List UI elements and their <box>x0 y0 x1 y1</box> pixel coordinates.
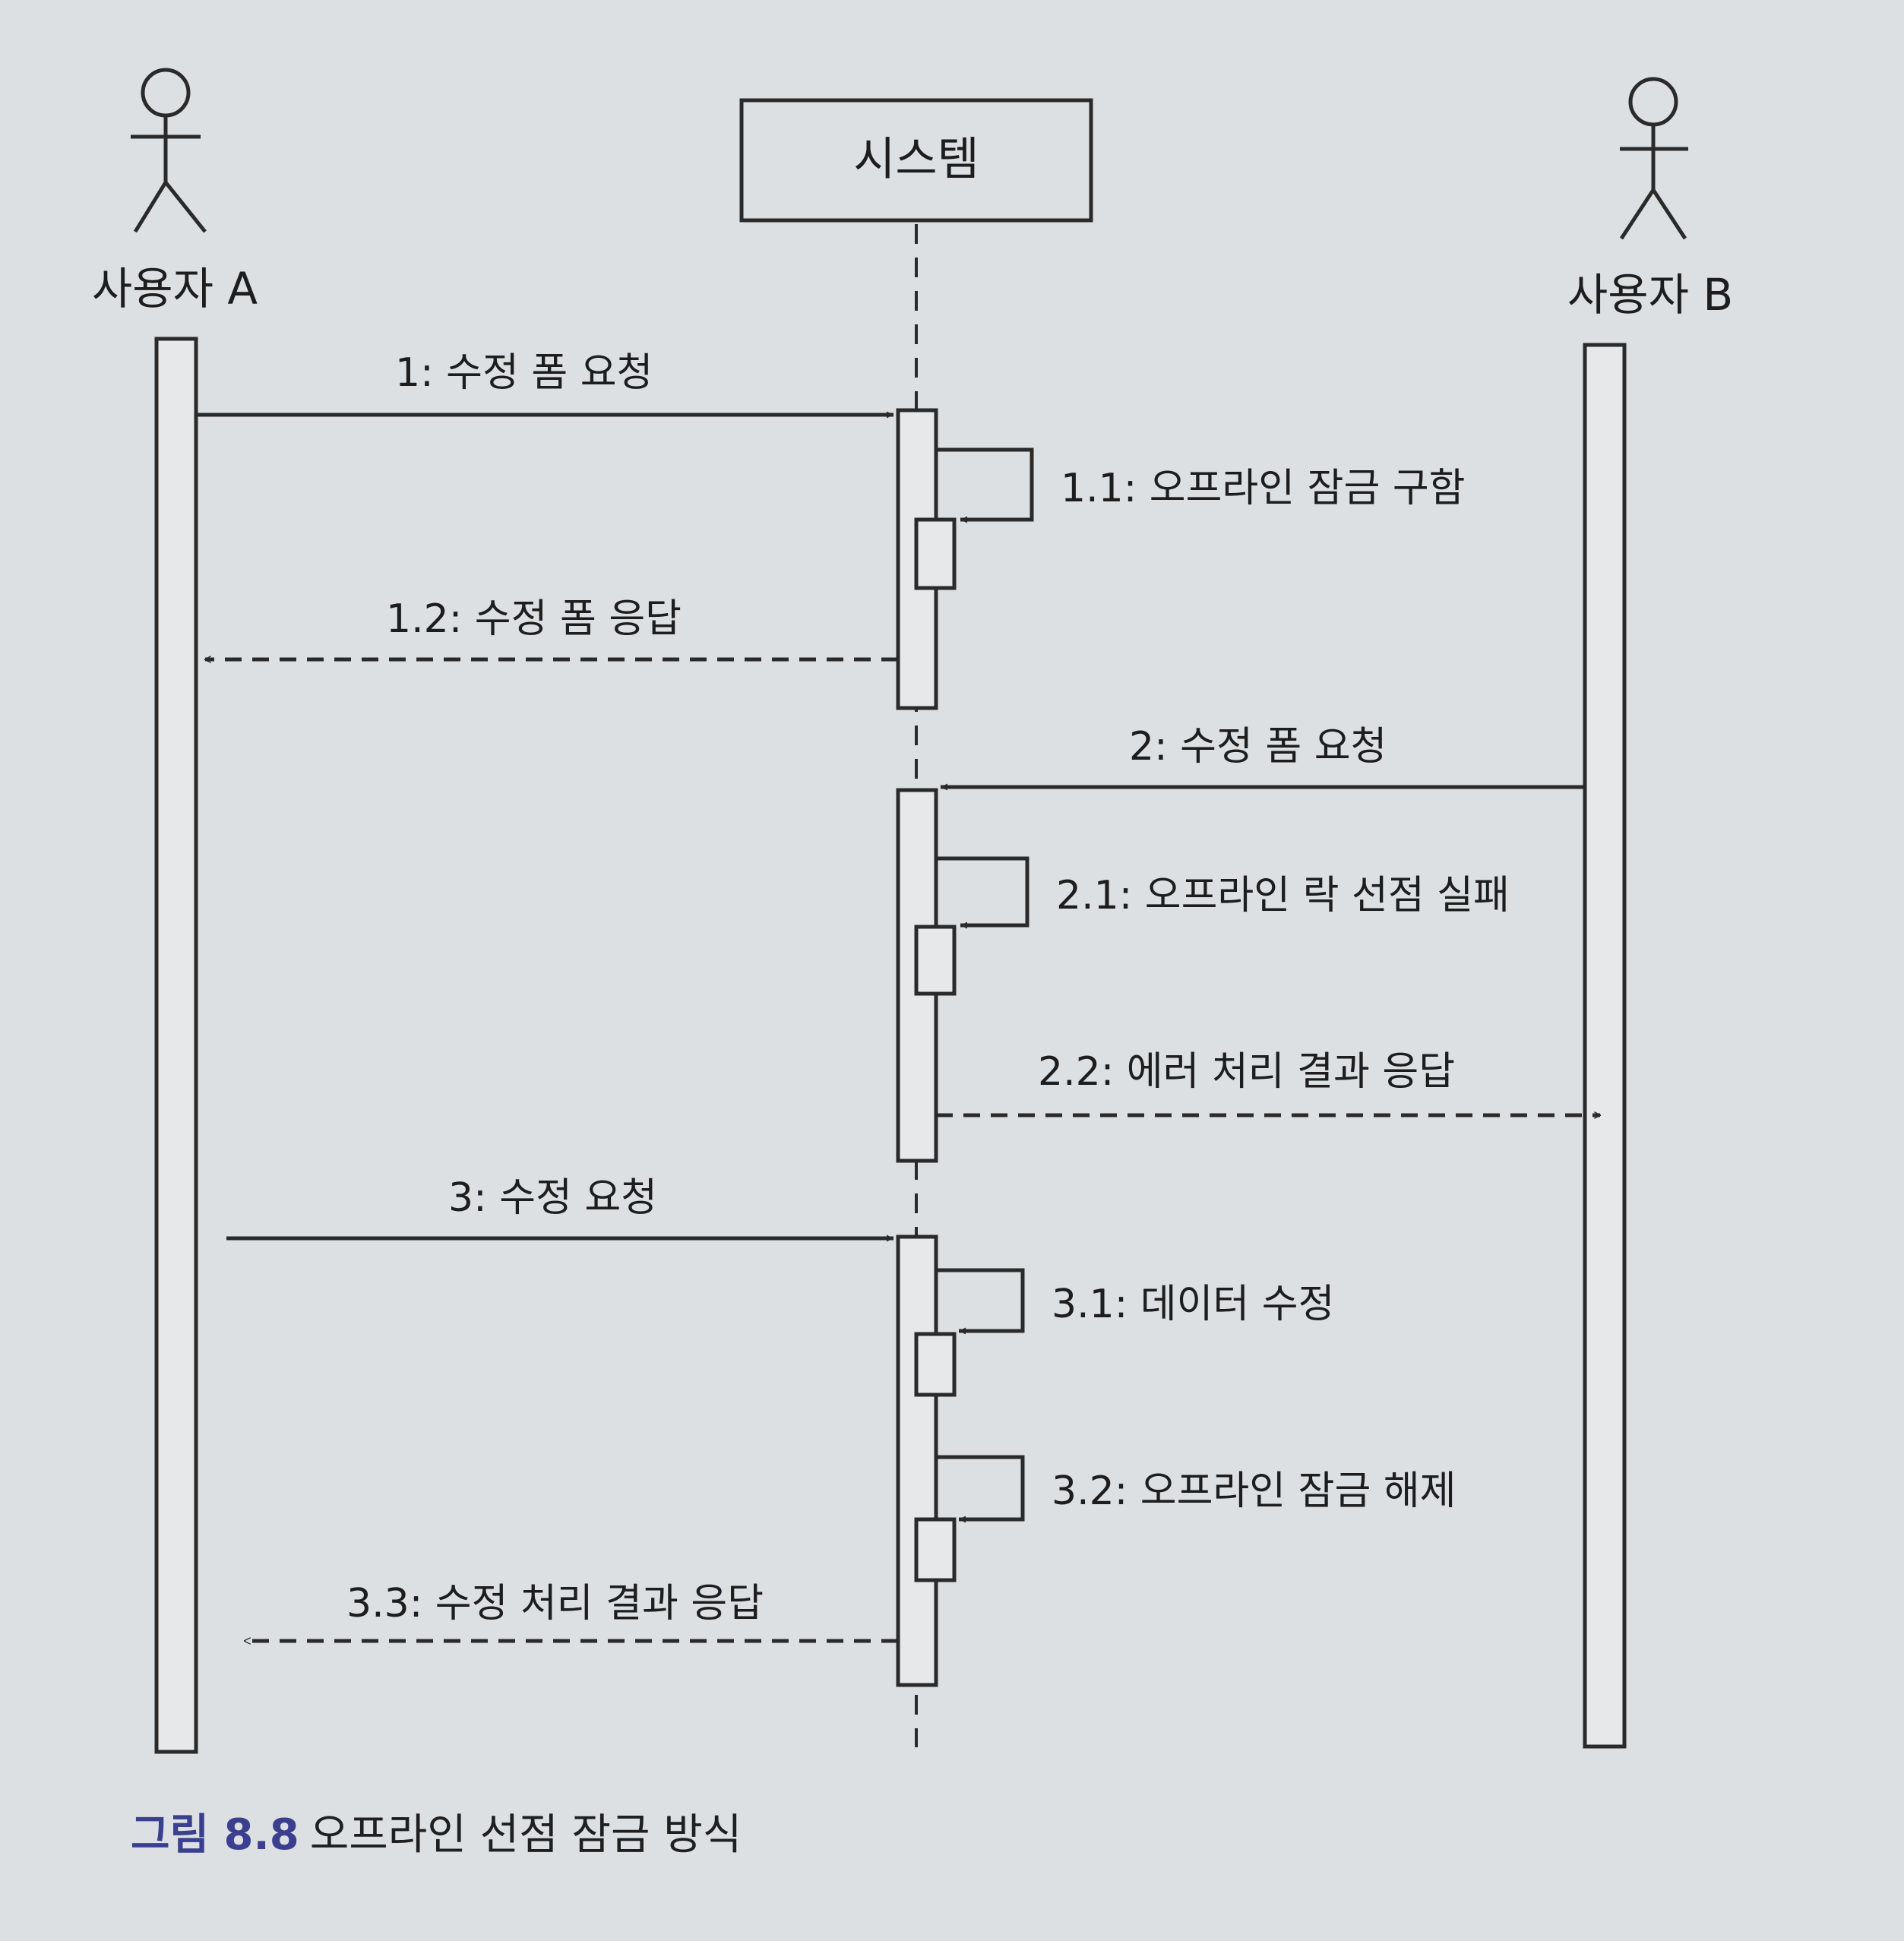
message-2-2-label: 2.2: 에러 처리 결과 응답 <box>1038 1049 1455 1095</box>
message-3-1-arrow <box>936 1268 1025 1335</box>
message-1-2-label: 1.2: 수정 폼 응답 <box>386 596 682 642</box>
user-a-lifeline-bar <box>154 337 198 1754</box>
user-a-actor-icon <box>131 68 207 233</box>
message-1-1-arrow <box>936 447 1034 523</box>
system-activation-3 <box>896 1234 938 1687</box>
message-3-3-label: 3.3: 수정 처리 결과 응답 <box>346 1581 764 1626</box>
self-activation-3-2 <box>914 1517 957 1582</box>
message-3-label: 3: 수정 요청 <box>448 1175 657 1221</box>
message-1-label: 1: 수정 폼 요청 <box>395 350 653 396</box>
message-3-1-label: 3.1: 데이터 수정 <box>1052 1282 1334 1327</box>
figure-title: 오프라인 선점 잠금 방식 <box>309 1810 742 1860</box>
system-label: 시스템 <box>853 133 979 186</box>
user-b-lifeline-bar <box>1583 343 1627 1749</box>
user-b-actor-icon <box>1619 77 1688 240</box>
system-box <box>739 98 1093 223</box>
self-activation-1-1 <box>914 517 957 590</box>
message-3-2-arrow <box>936 1455 1025 1523</box>
user-a-label: 사용자 A <box>92 263 258 315</box>
message-3-2-label: 3.2: 오프라인 잠금 해제 <box>1052 1468 1456 1514</box>
self-activation-2-1 <box>914 925 957 996</box>
self-activation-3-1 <box>914 1332 957 1397</box>
message-2-label: 2: 수정 폼 요청 <box>1129 724 1387 770</box>
message-2-1-label: 2.1: 오프라인 락 선점 실패 <box>1056 873 1510 918</box>
user-b-label: 사용자 B <box>1567 269 1733 321</box>
figure-number: 그림 8.8 <box>131 1810 299 1860</box>
message-2-1-arrow <box>936 856 1029 929</box>
message-1-1-label: 1.1: 오프라인 잠금 구함 <box>1061 466 1466 511</box>
